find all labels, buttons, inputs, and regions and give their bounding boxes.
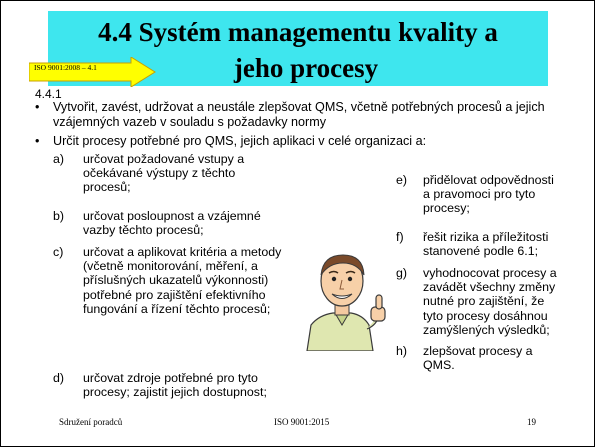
list-item-text: určovat zdroje potřebné pro tyto procesy…	[83, 371, 267, 400]
page-number: 19	[527, 417, 536, 427]
list-item-text: určovat a aplikovat kritéria a metody (v…	[83, 245, 282, 316]
footer-standard: ISO 9001:2015	[274, 417, 330, 427]
thumbs-up-man-icon	[306, 254, 386, 351]
section-number: 4.4.1	[35, 87, 62, 101]
list-item-label: b)	[53, 209, 65, 223]
bullet-text: Určit procesy potřebné pro QMS, jejich a…	[53, 134, 427, 148]
list-item-text: zlepšovat procesy a QMS.	[423, 344, 533, 373]
iso-arrow-icon	[29, 57, 156, 87]
list-item-label: a)	[53, 152, 65, 166]
list-item-text: vyhodnocovat procesy a zavádět všechny z…	[423, 266, 557, 337]
list-item-label: g)	[396, 266, 408, 280]
bullet-text: Vytvořit, zavést, udržovat a neustále zl…	[53, 100, 545, 129]
title-line-2: jeho procesy	[233, 53, 379, 83]
iso-reference-label: ISO 9001:2008 – 4.1	[34, 63, 97, 72]
list-item-text: určovat posloupnost a vzájemné vazby těc…	[83, 209, 261, 238]
footer-organization: Sdružení poradců	[59, 417, 123, 427]
list-item-text: přidělovat odpovědnosti a pravomoci pro …	[423, 173, 554, 216]
list-item-label: h)	[396, 344, 408, 358]
bullet-dot-icon: •	[35, 100, 40, 114]
list-item-text: řešit rizika a příležitosti stanovené po…	[423, 230, 549, 259]
list-item-label: c)	[53, 245, 64, 259]
list-item-label: e)	[396, 173, 408, 187]
list-item-label: d)	[53, 371, 65, 385]
list-item-label: f)	[396, 230, 404, 244]
bullet-dot-icon: •	[35, 134, 40, 148]
title-line-1: 4.4 Systém managementu kvality a	[98, 17, 498, 47]
list-item-text: určovat požadované vstupy a očekávané vý…	[83, 152, 245, 195]
